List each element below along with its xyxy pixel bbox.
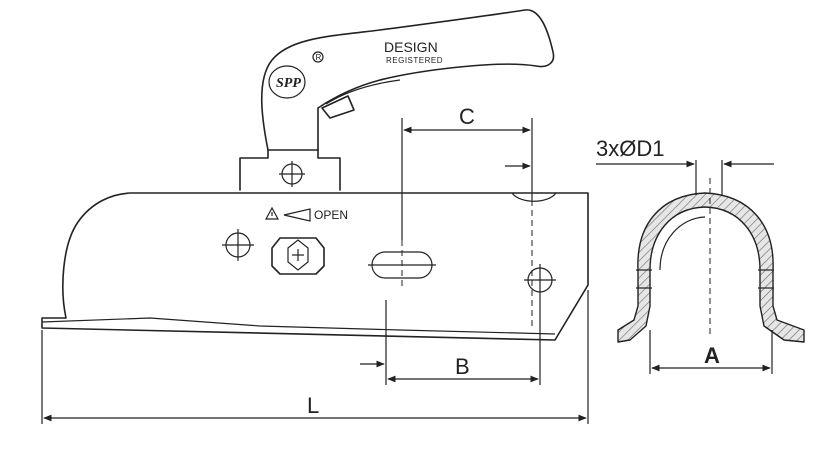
open-text: OPEN [314, 208, 348, 222]
dimension-d1: 3xØD1 [596, 136, 774, 195]
trademark-text: R [316, 53, 322, 62]
section-inner-line [659, 216, 706, 271]
dim-b-label: B [455, 354, 470, 379]
dimension-b: B [360, 296, 541, 385]
handle-lever [260, 9, 555, 151]
lock-nut [271, 237, 325, 275]
dim-l-label: L [307, 393, 319, 418]
registered-text: REGISTERED [386, 56, 443, 65]
coupling-body [41, 192, 589, 341]
ball-socket [511, 192, 557, 202]
trademark-circle [312, 51, 324, 63]
dim-c-label: C [459, 104, 475, 129]
pivot-bracket [239, 149, 341, 191]
design-text: DESIGN [384, 39, 438, 55]
handle-inner-line [325, 79, 401, 105]
spp-logo [268, 65, 306, 99]
warning-triangle-icon [264, 206, 280, 220]
dim-d1-label: 3xØD1 [596, 136, 664, 161]
dim-a-label: A [704, 343, 720, 368]
side-view: SPP R DESIGN REGISTERED OPEN [41, 9, 589, 341]
section-profile [617, 192, 805, 343]
dimension-c: C [401, 104, 533, 330]
lock-tab [321, 95, 355, 119]
logo-text: SPP [276, 76, 301, 91]
wedge-arrow-icon [283, 208, 311, 222]
open-indicator: OPEN [264, 206, 348, 222]
cross-section [617, 178, 805, 343]
dimension-l: L [41, 290, 589, 424]
lock-nut-hex [287, 239, 309, 271]
drawbar-plate [41, 317, 556, 335]
dimension-a: A [649, 330, 773, 374]
